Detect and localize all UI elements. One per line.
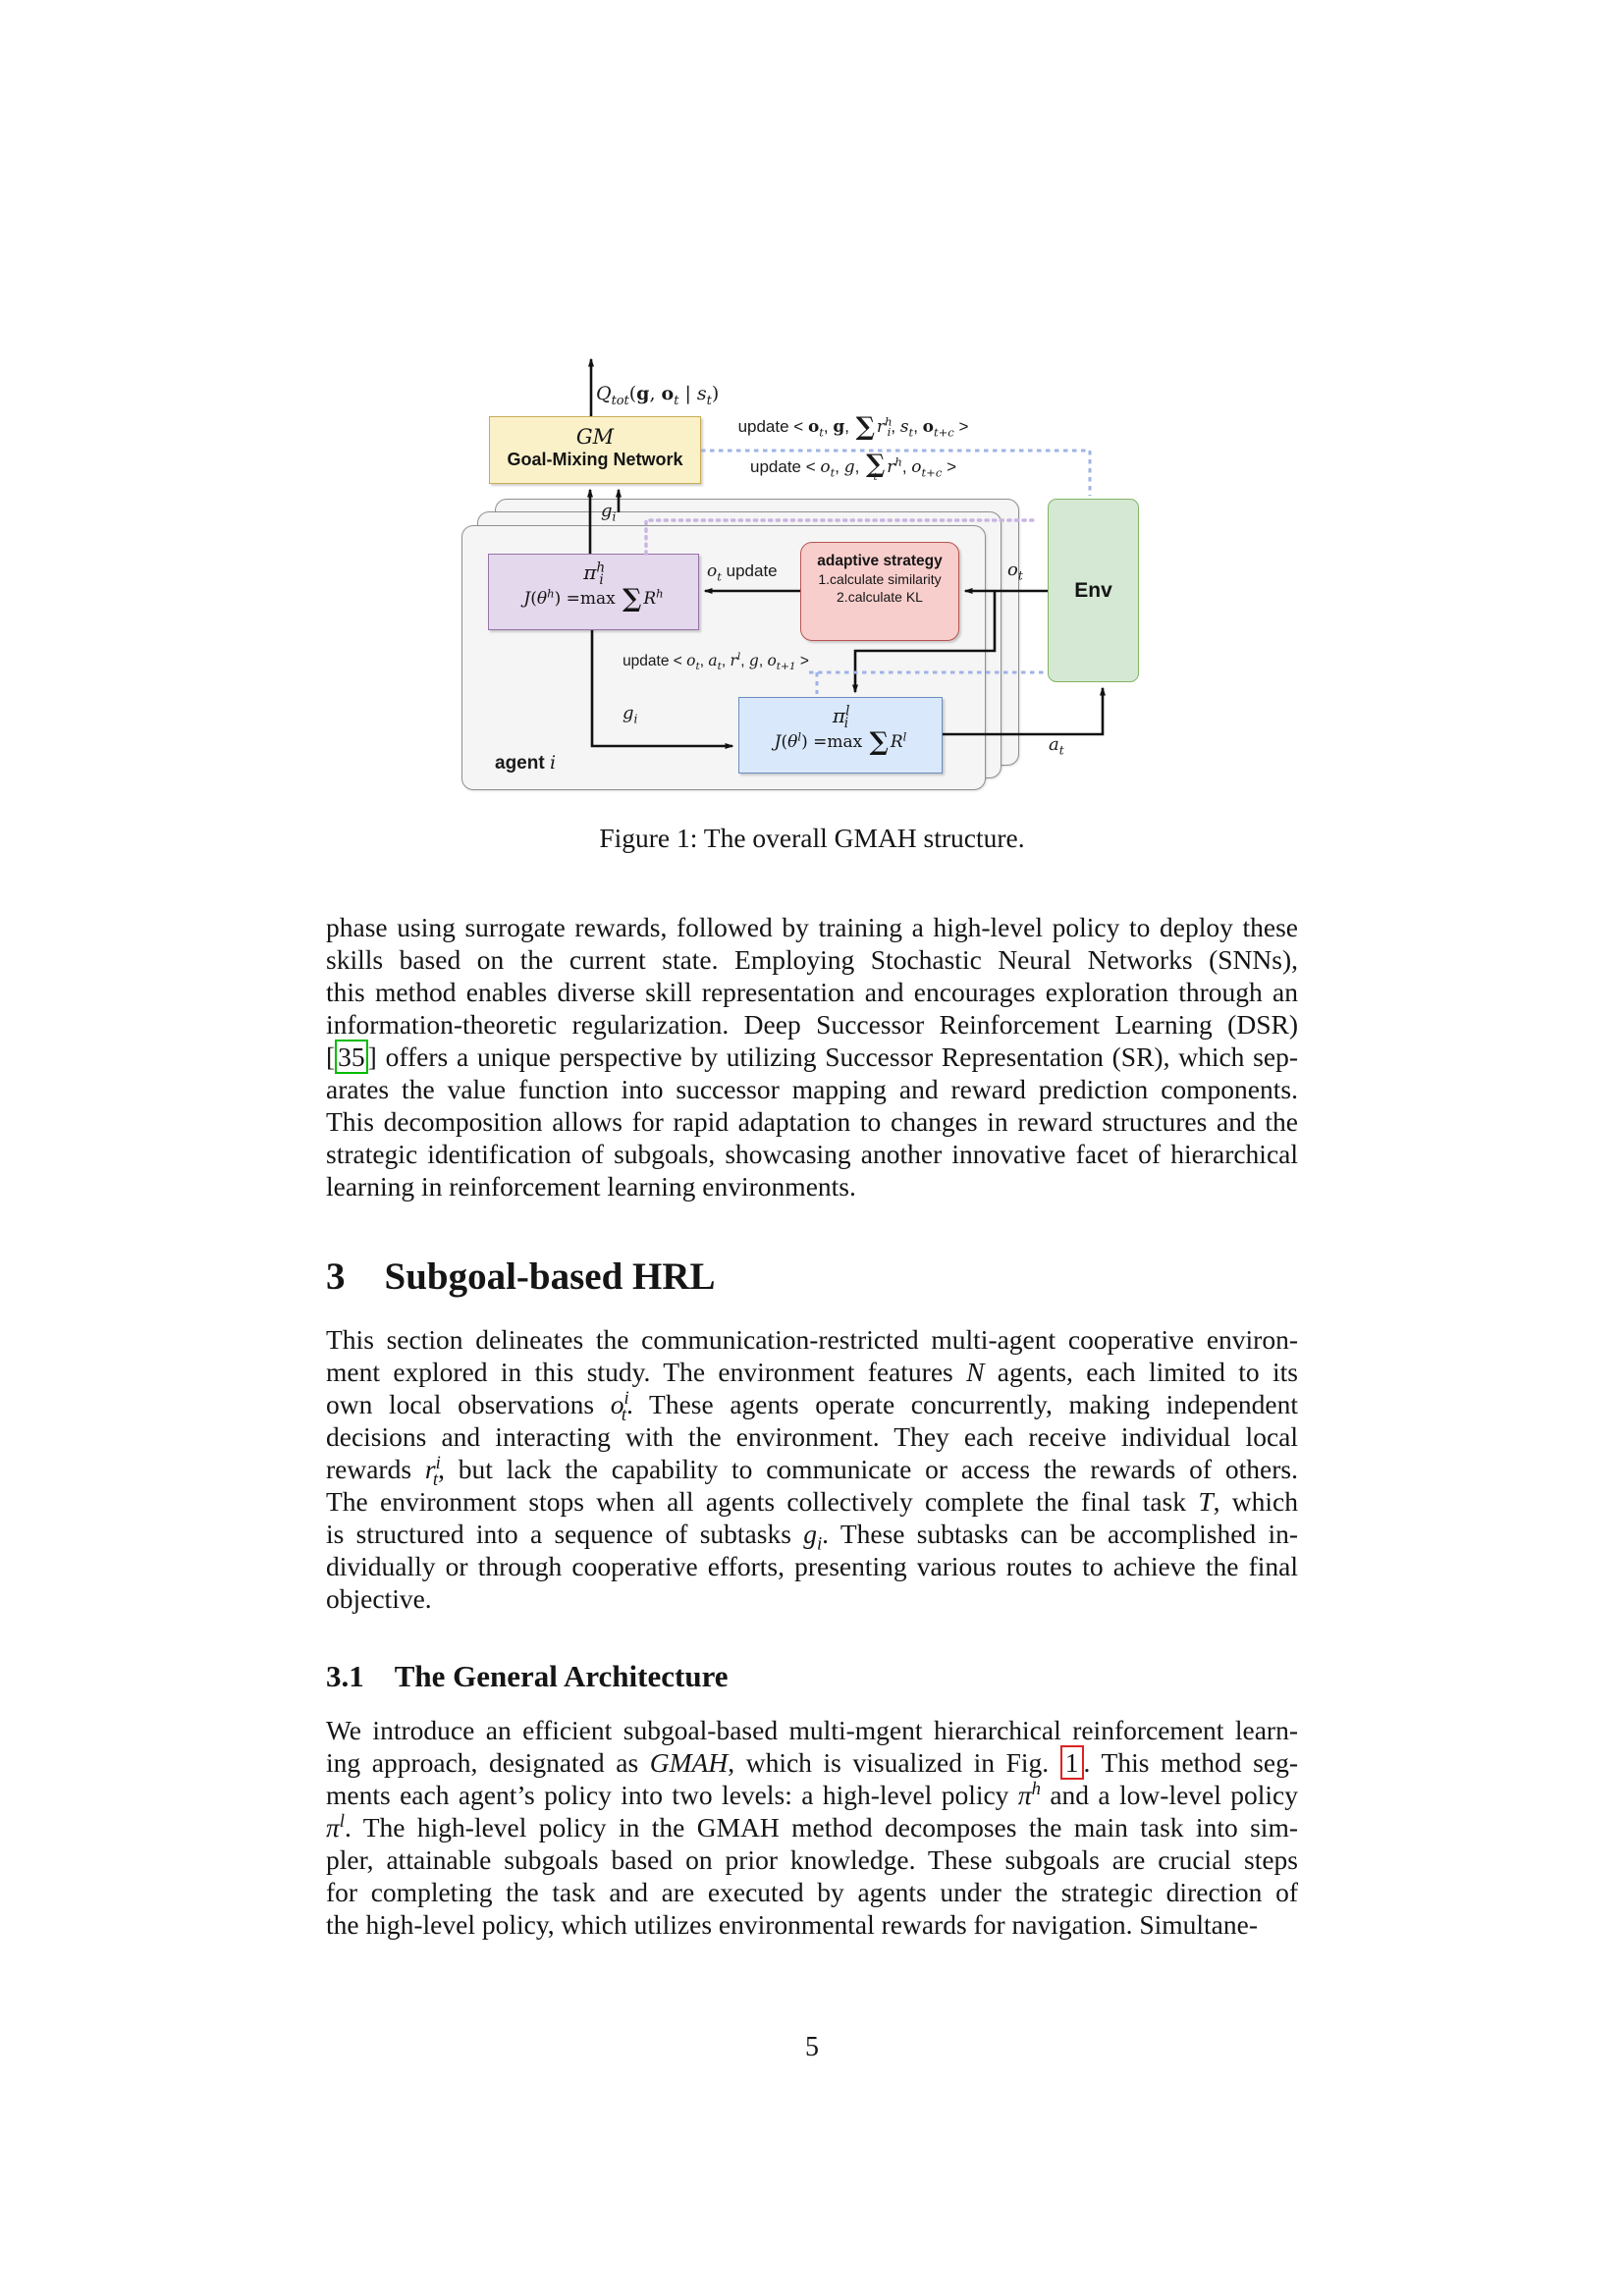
text-line: [35] offers a unique perspective by util… bbox=[326, 1040, 1298, 1074]
text-line: decisions and interacting with the envir… bbox=[326, 1421, 1298, 1452]
update-high-label: update < ot, g, ∑rhi, st, ot+c > bbox=[737, 412, 969, 442]
sum-symbol: ∑ bbox=[869, 727, 889, 758]
text-line: objective. bbox=[326, 1583, 432, 1614]
citation-link[interactable]: 35 bbox=[335, 1040, 368, 1074]
sum-symbol: ∑ bbox=[855, 412, 875, 442]
low-policy-objective: J(θl) =max ∑Rl bbox=[774, 727, 907, 758]
gmah-architecture-figure: GM Goal-Mixing Network πhi J(θh) =max ∑R… bbox=[460, 346, 1147, 799]
text-line: The environment stops when all agents co… bbox=[326, 1486, 1298, 1517]
adaptive-strategy-box: adaptive strategy 1.calculate similarity… bbox=[800, 542, 959, 641]
text-line: this method enables diverse skill repres… bbox=[326, 977, 1298, 1007]
text-line: skills based on the current state. Emplo… bbox=[326, 944, 1298, 975]
paragraph-environment: This section delineates the communicatio… bbox=[326, 1323, 1298, 1615]
environment-box: Env bbox=[1048, 499, 1139, 682]
text-line: πl. The high-level policy in the GMAH me… bbox=[326, 1810, 1298, 1842]
gm-title: Goal-Mixing Network bbox=[507, 450, 683, 469]
text-line: strategic identification of subgoals, sh… bbox=[326, 1139, 1298, 1169]
high-level-policy-box: πhi J(θh) =max ∑Rh bbox=[488, 554, 699, 630]
text-line: pler, attainable subgoals based on prior… bbox=[326, 1844, 1298, 1875]
text-line: ment explored in this study. The environ… bbox=[326, 1357, 1298, 1387]
adaptive-strategy-item-1: 1.calculate similarity bbox=[818, 571, 942, 587]
goal-mixing-network-box: GM Goal-Mixing Network bbox=[489, 416, 701, 484]
text-line: phase using surrogate rewards, followed … bbox=[326, 912, 1298, 942]
text-line: This decomposition allows for rapid adap… bbox=[326, 1106, 1298, 1137]
sum-symbol: ∑ bbox=[623, 584, 642, 614]
section-title: Subgoal-based HRL bbox=[384, 1255, 716, 1298]
page-number: 5 bbox=[805, 2032, 819, 2062]
ot-update-label: ot update bbox=[707, 561, 778, 584]
adaptive-strategy-title: adaptive strategy bbox=[817, 553, 943, 569]
text-line: is structured into a sequence of subtask… bbox=[326, 1519, 1298, 1555]
text-line: rewards rit, but lack the capability to … bbox=[326, 1452, 1298, 1490]
paragraph-general-architecture: We introduce an efficient subgoal-based … bbox=[326, 1714, 1298, 1941]
text-line: for completing the task and are executed… bbox=[326, 1877, 1298, 1907]
text-line: We introduce an efficient subgoal-based … bbox=[326, 1715, 1298, 1745]
text-line: own local observations oit. These agents… bbox=[326, 1387, 1298, 1425]
sum-symbol: ∑t bbox=[866, 450, 886, 483]
environment-label: Env bbox=[1074, 578, 1112, 602]
paragraph-skill-learning: phase using surrogate rewards, followed … bbox=[326, 911, 1298, 1202]
observation-label: ot bbox=[1007, 560, 1023, 583]
update-low-label: update < ot, at, rl, g, ot+1 > bbox=[623, 650, 809, 673]
action-label: at bbox=[1049, 734, 1064, 758]
subsection-title: The General Architecture bbox=[394, 1659, 729, 1693]
high-policy-objective: J(θh) =max ∑Rh bbox=[523, 584, 664, 614]
text-line: information-theoretic regularization. De… bbox=[326, 1009, 1298, 1040]
gm-abbrev: GM bbox=[575, 425, 615, 449]
agent-i-label: agent i bbox=[495, 752, 557, 774]
section-number: 3 bbox=[326, 1255, 346, 1298]
text-line: ments each agent’s policy into two level… bbox=[326, 1778, 1299, 1810]
low-policy-symbol: πli bbox=[832, 703, 850, 731]
section-heading-3-1: 3.1 The General Architecture bbox=[326, 1659, 729, 1694]
subgoal-bottom-label: gi bbox=[623, 703, 638, 726]
subgoal-top-label: gi bbox=[601, 501, 617, 524]
text-line: ing approach, designated as GMAH, which … bbox=[326, 1745, 1298, 1780]
text-line: arates the value function into successor… bbox=[326, 1074, 1298, 1104]
low-level-policy-box: πli J(θl) =max ∑Rl bbox=[738, 697, 943, 774]
figure-ref-link[interactable]: 1 bbox=[1059, 1745, 1084, 1780]
high-policy-symbol: πhi bbox=[583, 560, 606, 588]
qtot-output-label: Qtot(g, ot | st) bbox=[596, 383, 720, 408]
text-line: learning in reinforcement learning envir… bbox=[326, 1171, 856, 1201]
figure-caption: Figure 1: The overall GMAH structure. bbox=[599, 823, 1025, 853]
adaptive-strategy-item-2: 2.calculate KL bbox=[837, 589, 923, 605]
section-heading-3: 3 Subgoal-based HRL bbox=[326, 1255, 716, 1299]
text-line: dividually or through cooperative effort… bbox=[326, 1551, 1298, 1581]
text-line: the high-level policy, which utilizes en… bbox=[326, 1909, 1258, 1940]
text-line: This section delineates the communicatio… bbox=[326, 1324, 1298, 1355]
subsection-number: 3.1 bbox=[326, 1659, 364, 1693]
